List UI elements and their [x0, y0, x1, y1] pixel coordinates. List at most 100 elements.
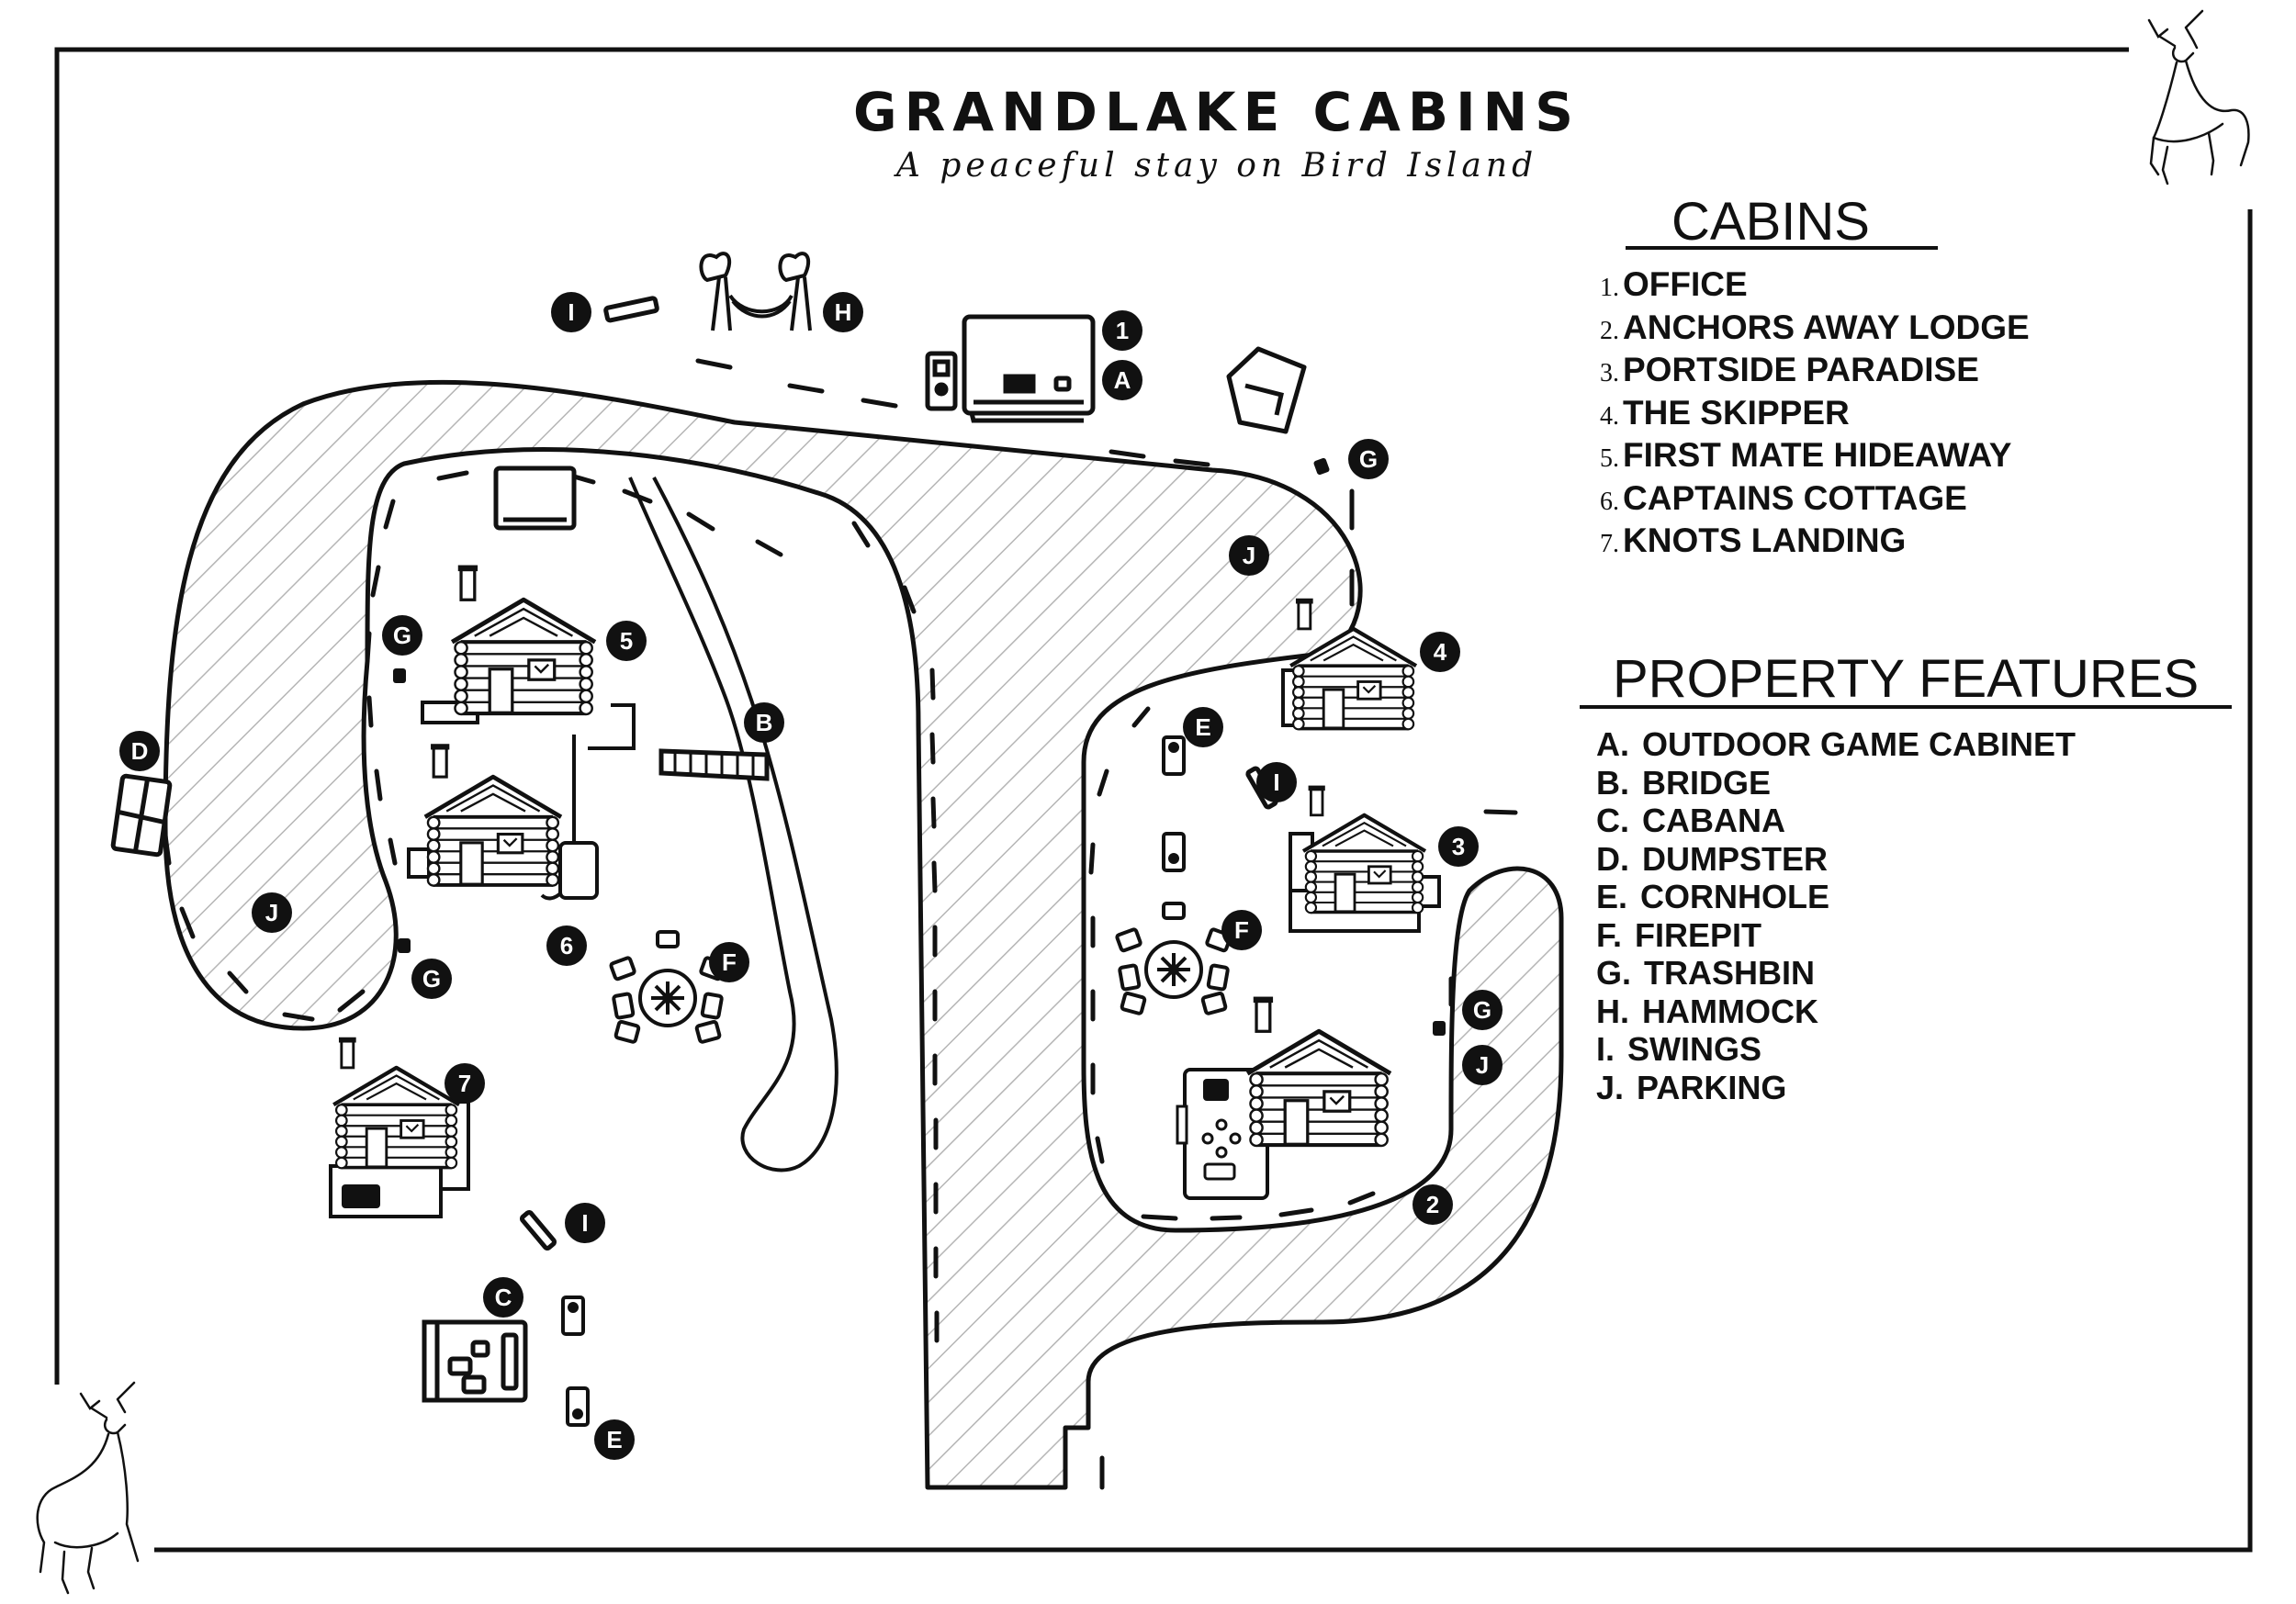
cabins-legend-index: 4.	[1600, 401, 1619, 431]
cabins-legend-item: 6.CAPTAINS COTTAGE	[1600, 479, 2030, 522]
features-legend-index: G.	[1596, 954, 1632, 992]
dumpster-bin	[110, 773, 173, 858]
marker-circle	[606, 621, 647, 661]
shed	[493, 465, 577, 531]
cabins-legend-index: 6.	[1600, 487, 1619, 516]
marker-parking-right: J	[1462, 1045, 1503, 1085]
legend-underlines	[1580, 246, 2232, 709]
marker-swing-bottom: I	[565, 1203, 605, 1243]
marker-hammock: H	[823, 292, 863, 332]
marker-label: E	[606, 1426, 622, 1453]
marker-swing-top: I	[551, 292, 591, 332]
marker-cornhole-south: E	[594, 1419, 635, 1460]
cabin-captains	[407, 735, 599, 901]
cabins-legend-item: 7.KNOTS LANDING	[1600, 522, 2030, 565]
marker-trash-right: G	[1462, 990, 1503, 1030]
trash-bins	[393, 457, 1446, 1036]
marker-circle	[252, 892, 292, 933]
marker-firstmate: 5	[606, 621, 647, 661]
marker-circle	[445, 1063, 485, 1104]
features-legend-label: TRASHBIN	[1644, 954, 1816, 992]
marker-circle	[1229, 535, 1269, 576]
marker-circle	[483, 1277, 523, 1318]
marker-circle	[546, 925, 587, 966]
features-legend-index: I.	[1596, 1030, 1615, 1068]
marker-label: G	[1359, 445, 1378, 473]
features-legend-item: C. CABANA	[1596, 802, 2076, 840]
marker-circle	[1221, 910, 1262, 950]
marker-label: 7	[458, 1070, 471, 1097]
cabin-skipper	[1281, 599, 1416, 730]
features-legend-item: I.SWINGS	[1596, 1030, 2076, 1069]
marker-label: 4	[1434, 638, 1447, 666]
cabins-legend-item: 2.ANCHORS AWAY LODGE	[1600, 308, 2030, 352]
marker-circle	[823, 292, 863, 332]
features-legend-label: CABANA	[1642, 802, 1785, 839]
marker-label: 2	[1426, 1191, 1439, 1218]
marker-cabana: C	[483, 1277, 523, 1318]
features-legend-label: FIREPIT	[1635, 915, 1762, 954]
features-legend-item: H.HAMMOCK	[1596, 993, 2076, 1031]
features-legend-label: CORNHOLE	[1640, 878, 1830, 915]
marker-label: H	[835, 298, 852, 326]
road-dashes	[163, 358, 1518, 1490]
marker-circle	[1183, 707, 1223, 747]
marker-circle	[1102, 360, 1142, 400]
marker-firepit-east: F	[1221, 910, 1262, 950]
marker-circle	[709, 942, 749, 982]
features-legend-index: C.	[1596, 802, 1629, 839]
marker-trash-6: G	[411, 959, 452, 999]
marker-anchors: 2	[1412, 1184, 1453, 1225]
marker-circle	[594, 1419, 635, 1460]
marker-label: J	[265, 899, 278, 926]
cabins-legend-item: 1.OFFICE	[1600, 265, 2030, 308]
cabins-legend-item: 4.THE SKIPPER	[1600, 394, 2030, 437]
marker-label: A	[1114, 366, 1131, 394]
cabins-legend-label: THE SKIPPER	[1623, 393, 1850, 432]
cabins-legend-label: CAPTAINS COTTAGE	[1623, 478, 1967, 517]
cabins-legend-item: 5.FIRST MATE HIDEAWAY	[1600, 436, 2030, 479]
marker-bridge: B	[744, 702, 784, 743]
marker-circle	[1348, 439, 1389, 479]
marker-circle	[565, 1203, 605, 1243]
marker-label: I	[581, 1209, 588, 1237]
cabin-anchors-away	[1176, 997, 1390, 1200]
office-building	[925, 314, 1096, 423]
marker-dumpster: D	[119, 731, 160, 771]
marker-game-cabinet: A	[1102, 360, 1142, 400]
marker-circle	[1462, 990, 1503, 1030]
marker-label: 1	[1116, 317, 1129, 344]
marker-label: E	[1195, 713, 1210, 741]
marker-circle	[1420, 632, 1460, 672]
cabins-legend-label: KNOTS LANDING	[1623, 522, 1907, 559]
cabins-legend-label: PORTSIDE PARADISE	[1623, 351, 1979, 388]
frame-border	[54, 47, 2253, 1553]
marker-knots: 7	[445, 1063, 485, 1104]
game-cabinet-building	[1226, 346, 1307, 434]
features-legend-item: B.BRIDGE	[1596, 764, 2076, 802]
features-legend-label: PARKING	[1637, 1068, 1787, 1106]
features-legend-item: A.OUTDOOR GAME CABINET	[1596, 725, 2076, 764]
marker-circle	[1462, 1045, 1503, 1085]
cornhole-boards	[561, 735, 1186, 1427]
marker-trash-top: G	[1348, 439, 1389, 479]
cabins-legend-label: ANCHORS AWAY LODGE	[1623, 308, 2030, 346]
features-legend-item: G. TRASHBIN	[1596, 954, 2076, 993]
marker-circle	[1102, 310, 1142, 351]
marker-label: G	[1473, 996, 1491, 1024]
cabins-legend-index: 1.	[1600, 274, 1619, 302]
features-legend-index: D.	[1596, 839, 1629, 878]
marker-label: J	[1243, 542, 1255, 569]
features-heading: PROPERTY FEATURES	[1613, 649, 2200, 709]
cabins-legend-label: FIRST MATE HIDEAWAY	[1623, 436, 2012, 474]
deer-bottom-left	[36, 1381, 140, 1595]
marker-label: F	[722, 948, 737, 976]
marker-cornhole-east: E	[1183, 707, 1223, 747]
firepit-west	[608, 930, 727, 1045]
features-legend-index: F.	[1596, 915, 1623, 954]
marker-label: G	[422, 965, 441, 993]
page-title: GRANDLAKE CABINS	[853, 81, 1581, 143]
cabins-legend-index: 2.	[1600, 316, 1619, 345]
